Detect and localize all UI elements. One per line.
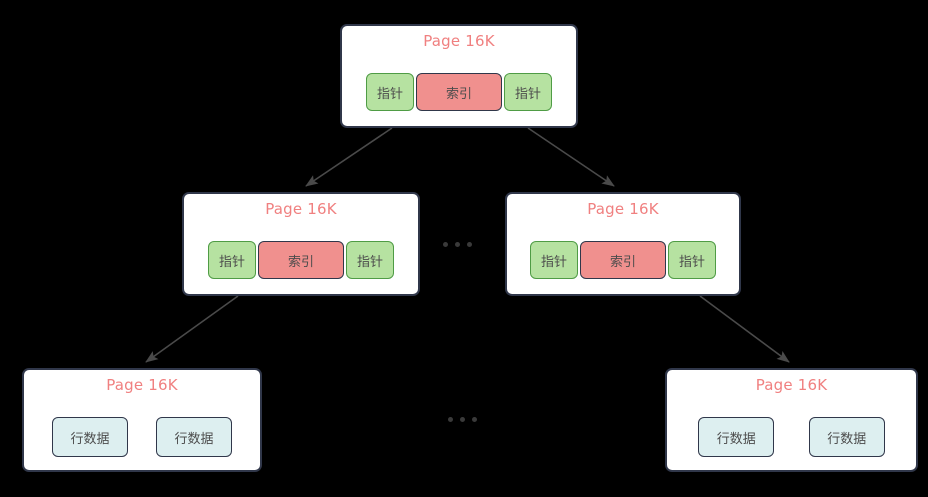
connector-mid-left-to-leaf-left — [145, 295, 239, 363]
page-box-leaf-left[interactable]: Page 16K 行数据 行数据 — [22, 368, 262, 472]
pointer-cell-left[interactable]: 指针 — [530, 241, 578, 279]
ellipsis-leaf-level — [448, 417, 477, 422]
index-cell[interactable]: 索引 — [416, 73, 502, 111]
page-title: Page 16K — [106, 376, 178, 394]
page-title: Page 16K — [587, 200, 659, 218]
page-box-root[interactable]: Page 16K 指针 索引 指针 — [340, 24, 578, 128]
row-data-row: 行数据 行数据 — [38, 404, 246, 470]
pointer-cell-right[interactable]: 指针 — [668, 241, 716, 279]
pointer-cell-right[interactable]: 指针 — [504, 73, 552, 111]
page-box-branch-right[interactable]: Page 16K 指针 索引 指针 — [505, 192, 741, 296]
page-box-branch-left[interactable]: Page 16K 指针 索引 指针 — [182, 192, 420, 296]
ellipsis-dot — [448, 417, 453, 422]
cell-row: 指针 索引 指针 — [342, 58, 576, 126]
ellipsis-dot — [467, 242, 472, 247]
row-data-cell[interactable]: 行数据 — [156, 417, 232, 457]
row-data-cell[interactable]: 行数据 — [808, 417, 885, 457]
connector-root-to-mid-right — [527, 127, 615, 187]
ellipsis-dot — [472, 417, 477, 422]
page-box-leaf-right[interactable]: Page 16K 行数据 行数据 — [665, 368, 918, 472]
cell-row: 指针 索引 指针 — [184, 226, 418, 294]
pointer-cell-left[interactable]: 指针 — [208, 241, 256, 279]
pointer-cell-right[interactable]: 指针 — [346, 241, 394, 279]
row-data-cell[interactable]: 行数据 — [698, 417, 775, 457]
ellipsis-dot — [455, 242, 460, 247]
pointer-cell-left[interactable]: 指针 — [366, 73, 414, 111]
page-title: Page 16K — [265, 200, 337, 218]
row-data-cell[interactable]: 行数据 — [52, 417, 128, 457]
ellipsis-branch-level — [443, 242, 472, 247]
cell-row: 指针 索引 指针 — [507, 226, 739, 294]
index-cell[interactable]: 索引 — [258, 241, 344, 279]
page-title: Page 16K — [755, 376, 828, 394]
connector-root-to-mid-left — [305, 127, 393, 187]
row-data-row: 行数据 行数据 — [681, 404, 902, 470]
ellipsis-dot — [460, 417, 465, 422]
ellipsis-dot — [443, 242, 448, 247]
index-cell[interactable]: 索引 — [580, 241, 666, 279]
connector-mid-right-to-leaf-right — [699, 295, 790, 363]
page-title: Page 16K — [423, 32, 495, 50]
